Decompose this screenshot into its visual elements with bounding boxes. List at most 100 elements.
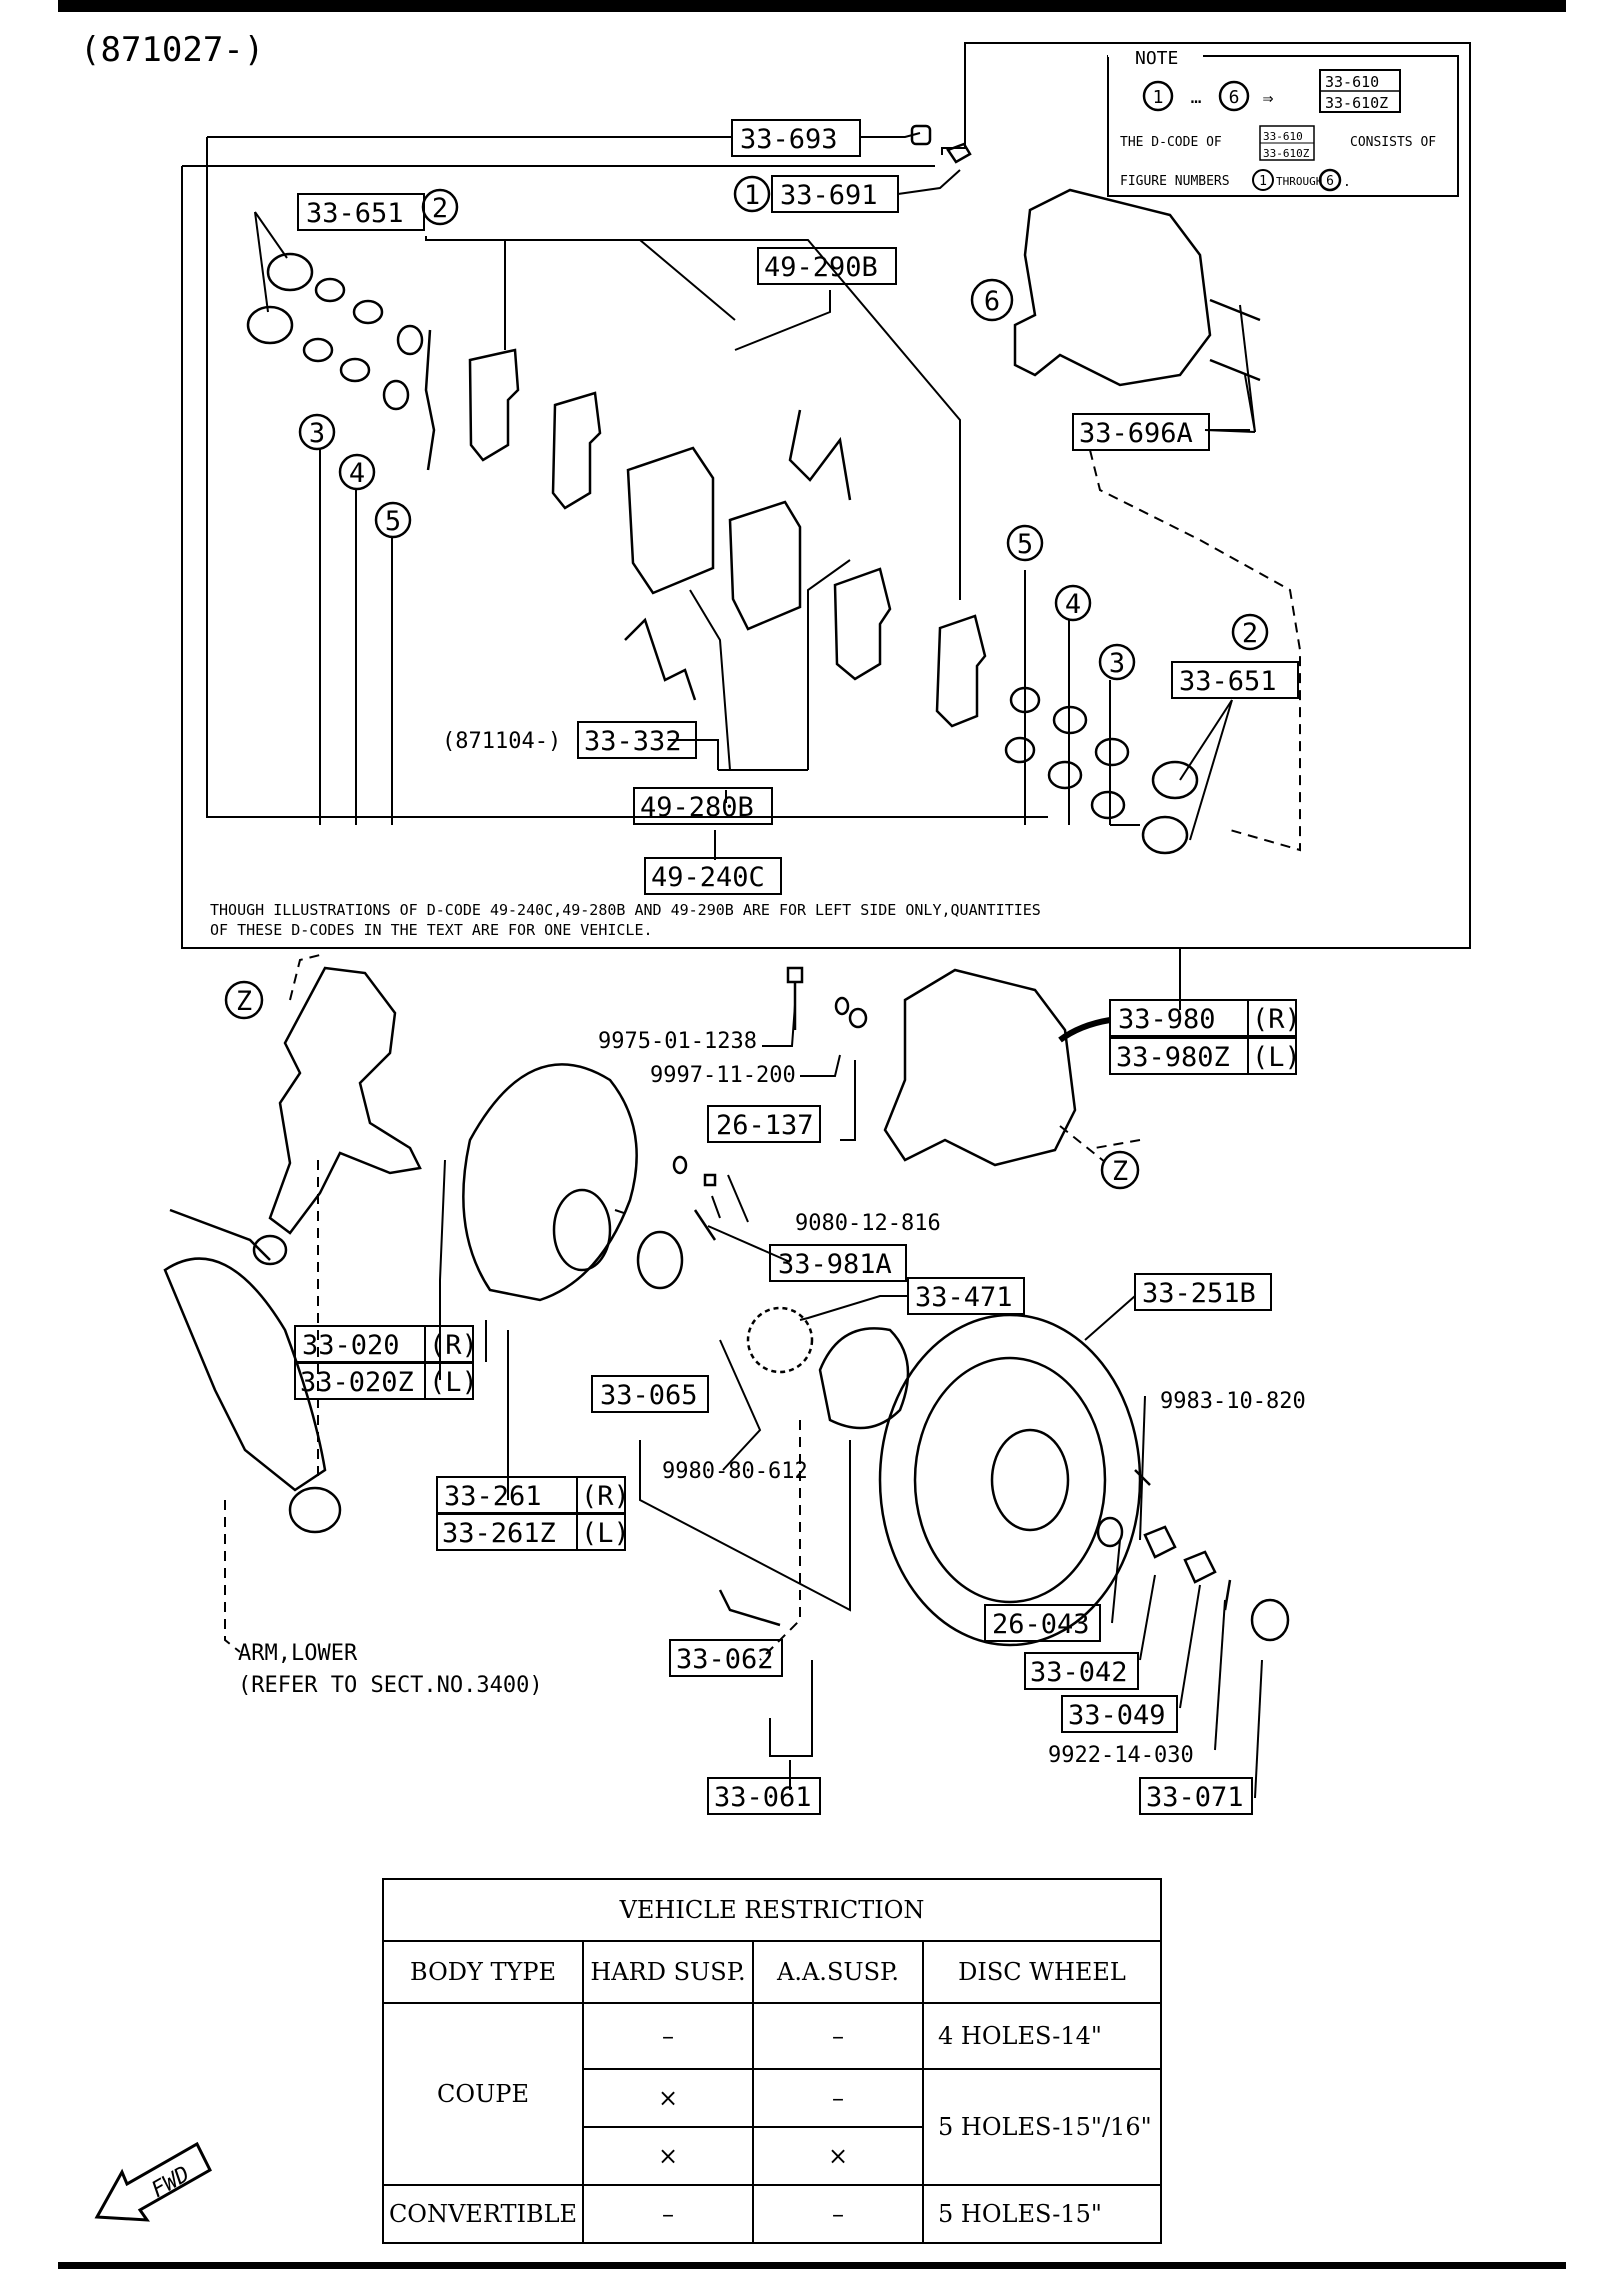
cell-aa-4: – [752,2184,924,2244]
part-33-061: 33-061 [714,1782,812,1813]
callout-6-label: 6 [984,286,1000,317]
part-9975-01-1238: 9975-01-1238 [598,1029,757,1054]
part-33-049: 33-049 [1068,1700,1166,1731]
callout-5-right [1006,524,1044,562]
part-33-261-side: (R) [581,1481,630,1512]
part-33-062: 33-062 [676,1644,774,1675]
callout-z-left [224,980,264,1020]
callout-2-right-label: 2 [1242,618,1258,649]
part-33-981a: 33-981A [778,1249,892,1280]
part-33-261: 33-261 [444,1481,542,1512]
box-33-651-b [1171,661,1299,699]
cell-hard-1: – [582,2002,754,2070]
callout-5-right-label: 5 [1017,529,1033,560]
cell-hard-4: – [582,2184,754,2244]
box-49-290b [757,247,897,285]
part-33-980z-side: (L) [1252,1042,1301,1073]
note-line3-pre: FIGURE NUMBERS [1120,174,1230,189]
callout-2-top-label: 2 [432,193,448,224]
header-aa-susp: A.A.SUSP. [752,1940,924,2004]
arm-lower-label: ARM,LOWER [238,1641,358,1666]
note-range-dots: … [1191,87,1202,108]
shim-4 [935,614,987,728]
part-33-980-side: (R) [1252,1004,1301,1035]
callout-2-right [1231,613,1269,651]
top-border-bar [58,0,1566,12]
part-33-020: 33-020 [302,1330,400,1361]
part-33-471: 33-471 [915,1282,1013,1313]
callout-3-right [1098,643,1136,681]
box-33-332 [577,721,697,759]
callout-1-label: 1 [744,180,760,211]
box-33-696a [1072,413,1210,451]
part-33-691: 33-691 [780,180,878,211]
note-code-small-2: 33-610Z [1263,147,1310,160]
box-33-981a [769,1244,907,1282]
part-9922-14-030: 9922-14-030 [1048,1743,1194,1768]
part-33-693: 33-693 [740,124,838,155]
note-box [1107,55,1459,197]
part-33-696a: 33-696A [1079,418,1193,449]
restriction-title: VEHICLE RESTRICTION [382,1878,1162,1942]
box-33-471 [907,1277,1025,1315]
kit-note-line2: OF THESE D-CODES IN THE TEXT ARE FOR ONE… [210,921,653,939]
shim-3 [833,567,892,681]
note-code-small-1: 33-610 [1263,130,1303,143]
steering-knuckle [268,966,422,1235]
pin-33-693 [910,124,932,146]
part-33-065: 33-065 [600,1380,698,1411]
note-callout-1 [1142,80,1174,112]
box-33-691 [771,175,899,213]
part-33-332-prefix: (871104-) [442,729,561,754]
bottom-border-bar [58,2262,1566,2269]
pin-33-691 [946,142,972,164]
callout-1 [733,175,771,213]
part-9980-80-612: 9980-80-612 [662,1459,808,1484]
part-26-137: 26-137 [716,1110,814,1141]
part-33-020-side: (R) [429,1330,478,1361]
callout-4-right-label: 4 [1065,589,1081,620]
callout-4-right [1054,584,1092,622]
part-9080-12-816: 9080-12-816 [795,1211,941,1236]
piston-right-1 [1151,760,1199,800]
callout-6 [970,278,1014,322]
kit-frame-outer [181,42,1471,949]
note-range-from: 1 [1153,87,1164,108]
part-33-332: 33-332 [584,726,682,757]
box-33-061 [707,1777,821,1815]
part-33-251b: 33-251B [1142,1278,1256,1309]
cell-aa-2: – [752,2068,924,2128]
brake-pad-1 [626,446,715,595]
brake-rotor [878,1313,1142,1647]
kit-note-line1: THOUGH ILLUSTRATIONS OF D-CODE 49-240C,4… [210,901,1041,919]
callout-5-left [374,501,412,539]
header-hard-susp: HARD SUSP. [582,1940,754,2004]
sensor-rotor [746,1306,814,1374]
cell-hard-3: × [582,2126,754,2186]
part-33-261z-side: (L) [581,1518,630,1549]
part-33-042: 33-042 [1030,1657,1128,1688]
note-callout-6 [1218,80,1250,112]
part-9997-11-200: 9997-11-200 [650,1063,796,1088]
part-33-020z: 33-020Z [300,1367,414,1398]
cell-wheel-2: 5 HOLES-15"/16" [922,2068,1162,2186]
part-33-980: 33-980 [1118,1004,1216,1035]
cell-aa-1: – [752,2002,924,2070]
note-line3-c1: 1 [1259,174,1267,189]
box-49-240c [644,857,782,895]
note-code-1: 33-610 [1325,73,1379,91]
sequence-code: (871027-) [80,30,265,70]
note-line3-end: . [1343,175,1351,190]
header-disc-wheel: DISC WHEEL [922,1940,1162,2004]
callout-3-left [298,413,336,451]
box-33-049 [1061,1695,1178,1733]
note-callout-6b [1318,168,1342,192]
part-33-980z: 33-980Z [1116,1042,1230,1073]
note-line2-post: CONSISTS OF [1350,135,1436,150]
piston-top-1 [266,252,314,292]
part-49-240c: 49-240C [651,862,765,893]
caliper-assembly [883,968,1077,1167]
cell-wheel-1: 4 HOLES-14" [922,2002,1162,2070]
box-33-651-a [297,193,425,231]
